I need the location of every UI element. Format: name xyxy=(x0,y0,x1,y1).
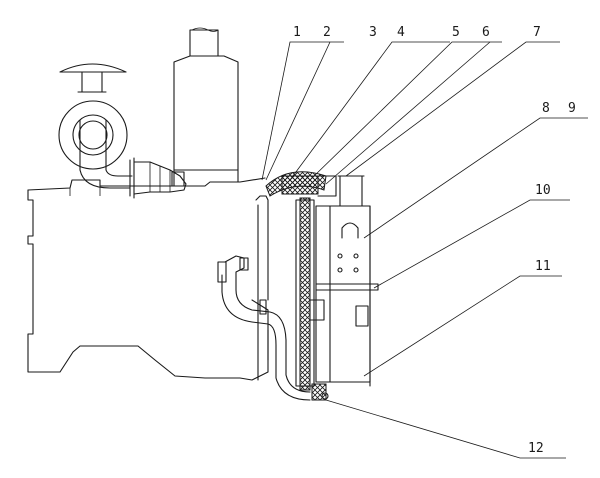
callout-1: 1 xyxy=(293,25,301,40)
air-cleaner xyxy=(173,27,239,187)
callout-7: 7 xyxy=(533,25,541,40)
radiator xyxy=(295,175,379,387)
lower-coolant-hose xyxy=(217,255,311,401)
engine-block xyxy=(27,177,269,381)
callout-2: 2 xyxy=(323,25,331,40)
callout-4: 4 xyxy=(397,25,405,40)
callout-6: 6 xyxy=(482,25,490,40)
callout-3: 3 xyxy=(369,25,377,40)
callout-10: 10 xyxy=(535,183,551,198)
callout-9: 9 xyxy=(568,101,576,116)
leader-lines xyxy=(261,41,588,459)
turbocharger xyxy=(58,63,187,199)
callout-11: 11 xyxy=(535,259,551,274)
seal-strip xyxy=(299,197,329,401)
callout-12: 12 xyxy=(528,441,544,456)
callout-5: 5 xyxy=(452,25,460,40)
callout-8: 8 xyxy=(542,101,550,116)
callout-labels: 1 2 3 4 5 6 7 8 9 10 11 12 xyxy=(293,25,576,456)
upper-coolant-hose xyxy=(265,171,337,197)
